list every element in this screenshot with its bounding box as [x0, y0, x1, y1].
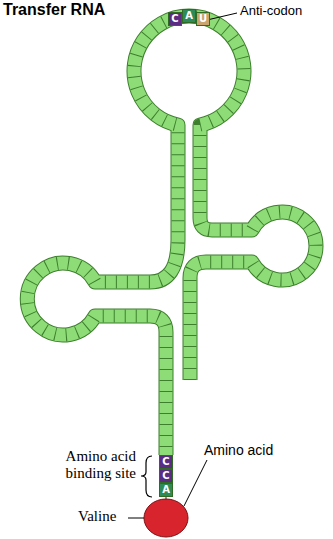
- base-square: A: [159, 483, 173, 497]
- base-square: U: [196, 12, 210, 26]
- base-letter: C: [162, 457, 169, 467]
- base-letter: U: [199, 14, 207, 24]
- base-letter: A: [162, 485, 170, 495]
- base-letter: C: [162, 471, 169, 481]
- base-letter: A: [185, 11, 193, 21]
- label-text: Valine: [78, 508, 116, 525]
- label-text: Anti-codon: [240, 4, 302, 19]
- label-text: Amino acid binding site: [30, 448, 136, 483]
- base-letter: C: [171, 14, 178, 24]
- base-square: A: [182, 9, 196, 23]
- base-square: C: [168, 12, 182, 26]
- diagram-title: Transfer RNA: [3, 1, 105, 19]
- base-square: C: [159, 469, 173, 483]
- base-square: C: [159, 455, 173, 469]
- label-text: Amino acid: [204, 442, 273, 458]
